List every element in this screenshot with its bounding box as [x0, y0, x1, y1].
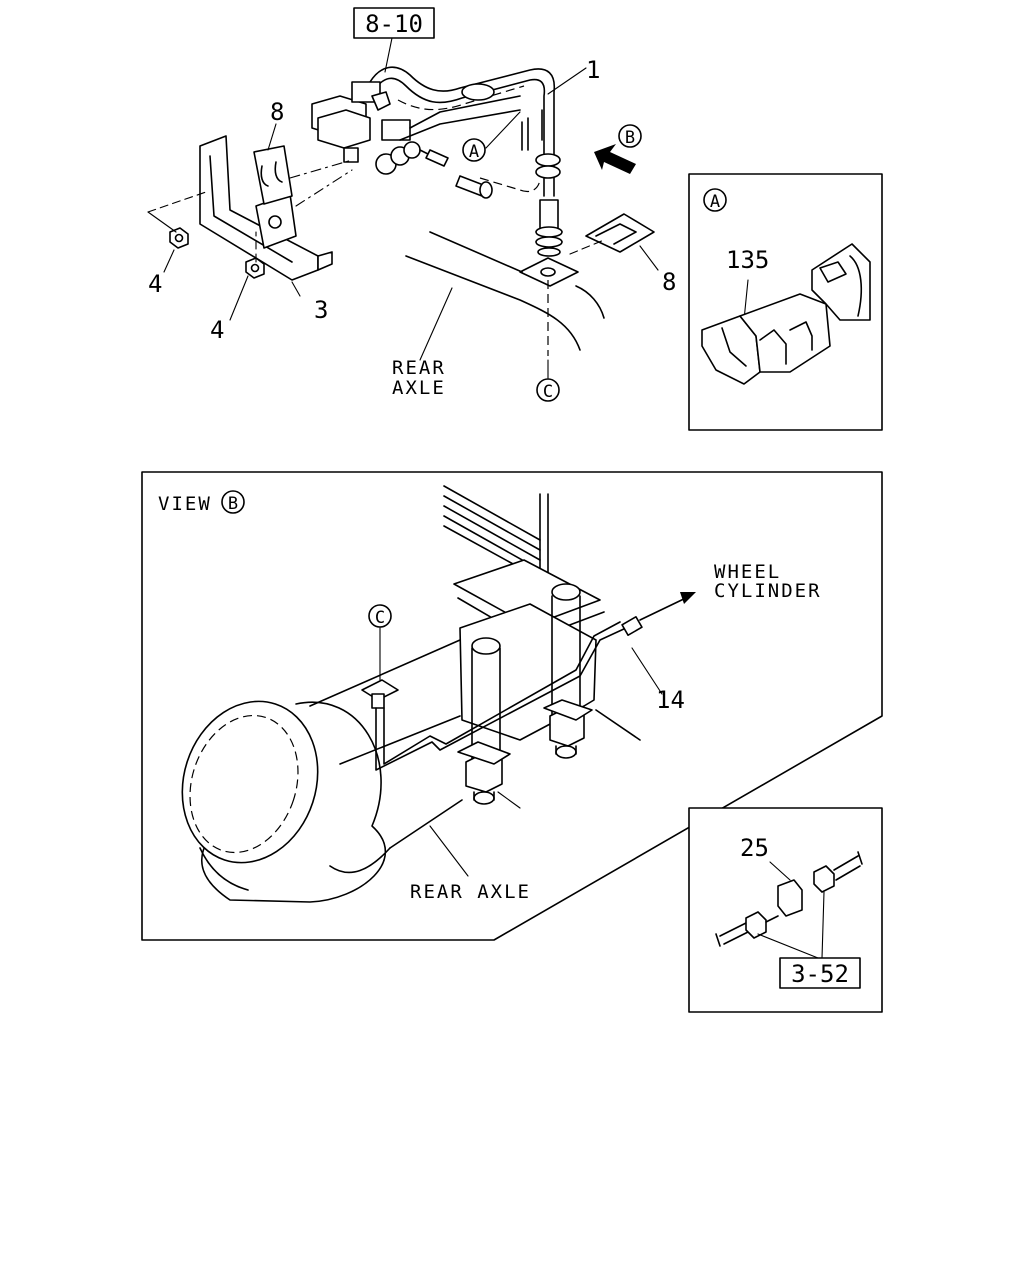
brake-pipe-1: [369, 66, 563, 257]
callout-1: 1: [586, 56, 600, 84]
axle-housing: [181, 639, 463, 903]
view-b-title: VIEW: [158, 493, 212, 515]
svg-text:C: C: [543, 382, 553, 402]
view-b-panel: VIEW B: [141, 471, 883, 941]
clip-8-left: [253, 145, 293, 205]
circle-c-callout: C: [536, 378, 560, 402]
view-b-circle-c: C: [368, 604, 392, 628]
callout-14: 14: [656, 686, 685, 714]
nut-4-lower: [245, 257, 265, 279]
u-bolt-nut-left: [457, 741, 511, 805]
ref-box-3-52-label: 3-52: [791, 960, 849, 988]
rear-axle-outline-top: [405, 231, 605, 351]
rear-axle-label-line2: AXLE: [392, 377, 446, 399]
svg-text:B: B: [228, 494, 238, 514]
view-b-direction-arrow: [594, 144, 636, 174]
callout-8-left: 8: [270, 98, 284, 126]
nut-4-upper: [169, 227, 189, 249]
ref-box-8-10[interactable]: 8-10: [353, 7, 435, 39]
view-b-rear-axle-label: REAR AXLE: [410, 881, 531, 903]
junction-block: [311, 81, 521, 163]
wheel-cylinder-line2: CYLINDER: [714, 580, 822, 602]
part-25-label: 25: [740, 834, 769, 862]
circle-a-callout: A: [462, 138, 486, 162]
detail-union-panel: 25 3-52: [688, 807, 883, 1013]
wheel-cylinder-line1: WHEEL: [714, 561, 781, 583]
ref-box-8-10-label: 8-10: [365, 10, 423, 38]
circle-b-callout: B: [618, 124, 642, 148]
detail-a-panel: A 135: [688, 173, 883, 431]
leaf-spring: [443, 485, 549, 581]
pipe-mount-c: [361, 679, 399, 709]
svg-text:A: A: [710, 192, 720, 212]
callout-8-right: 8: [662, 268, 676, 296]
clip-8-right: [585, 213, 655, 253]
rear-axle-label-line1: REAR: [392, 357, 446, 379]
svg-text:B: B: [625, 128, 635, 148]
clip-135-drawing: [701, 243, 871, 385]
callout-3: 3: [314, 296, 328, 324]
part-135-label: 135: [726, 246, 769, 274]
detail-a-circle: A: [703, 188, 727, 212]
top-assembly: 8-10: [147, 7, 676, 402]
flare-nut-group: [375, 141, 493, 199]
ref-box-3-52[interactable]: 3-52: [779, 957, 861, 989]
axle-mount-plate: [519, 257, 579, 287]
u-bolt-nut-right: [543, 699, 593, 759]
svg-text:C: C: [375, 608, 385, 628]
callout-4-lower: 4: [210, 316, 224, 344]
svg-text:A: A: [469, 142, 479, 162]
union-pipe-drawing: [715, 851, 863, 947]
callout-4-upper: 4: [148, 270, 162, 298]
pipe-14: [375, 592, 696, 771]
view-b-circle: B: [221, 490, 245, 514]
